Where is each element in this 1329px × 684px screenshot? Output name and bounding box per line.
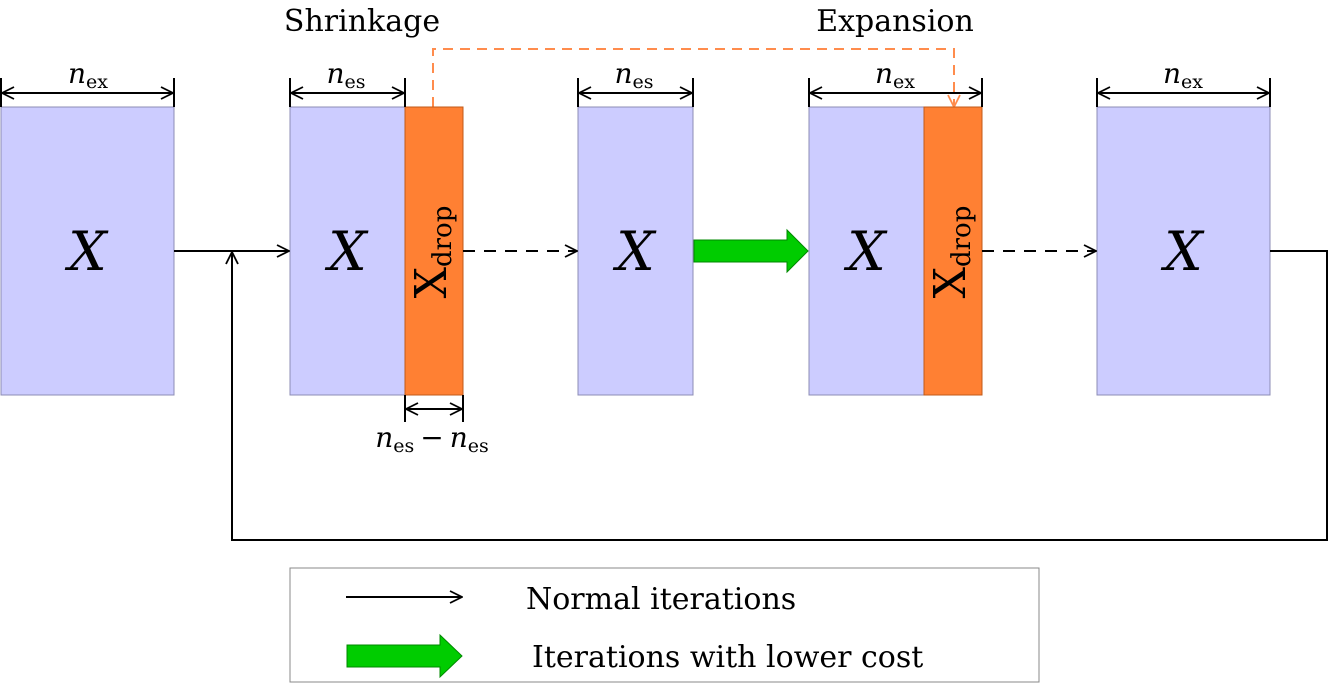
matrix-block-3: [577, 106, 694, 396]
arrow-loop-back: [232, 250, 1328, 541]
drop-label-1: Xdrop: [406, 206, 459, 299]
matrix-label-5: X: [1160, 220, 1205, 283]
legend: Normal iterations Iterations with lower …: [289, 567, 1040, 683]
legend-lower-cost-label: Iterations with lower cost: [532, 640, 923, 675]
svg-text:nes−nes: nes−nes: [375, 421, 489, 457]
svg-text:Xdrop: Xdrop: [925, 206, 978, 299]
matrix-block-1: [0, 106, 175, 396]
svg-text:nex: nex: [875, 57, 915, 93]
drop-label-2: Xdrop: [925, 206, 978, 299]
dim-block-1: nex: [0, 57, 175, 107]
matrix-block-4: [808, 106, 925, 396]
matrix-label-3: X: [612, 220, 657, 283]
drop-block-1: [404, 106, 464, 396]
dim-block-4: nex: [808, 57, 983, 107]
arrow-lower-cost: [693, 228, 809, 274]
dim-block-3: nes: [577, 57, 694, 107]
matrix-block-5: [1096, 106, 1271, 396]
dim-block-5: nex: [1096, 57, 1271, 107]
svg-text:nes: nes: [614, 57, 653, 93]
svg-text:nex: nex: [68, 57, 108, 93]
svg-text:Xdrop: Xdrop: [406, 206, 459, 299]
legend-normal-label: Normal iterations: [526, 582, 796, 617]
matrix-label-1: X: [64, 220, 109, 283]
expansion-heading: Expansion: [816, 4, 974, 39]
matrix-block-2: [289, 106, 406, 396]
svg-text:nes: nes: [326, 57, 365, 93]
legend-lower-cost-arrow: [346, 633, 463, 679]
matrix-label-4: X: [843, 220, 888, 283]
shrinkage-heading: Shrinkage: [284, 4, 440, 39]
svg-text:nex: nex: [1163, 57, 1203, 93]
dim-block-2: nes: [289, 57, 406, 107]
drop-block-2: [923, 106, 983, 396]
matrix-label-2: X: [324, 220, 369, 283]
dim-drop: nes−nes: [375, 395, 489, 457]
